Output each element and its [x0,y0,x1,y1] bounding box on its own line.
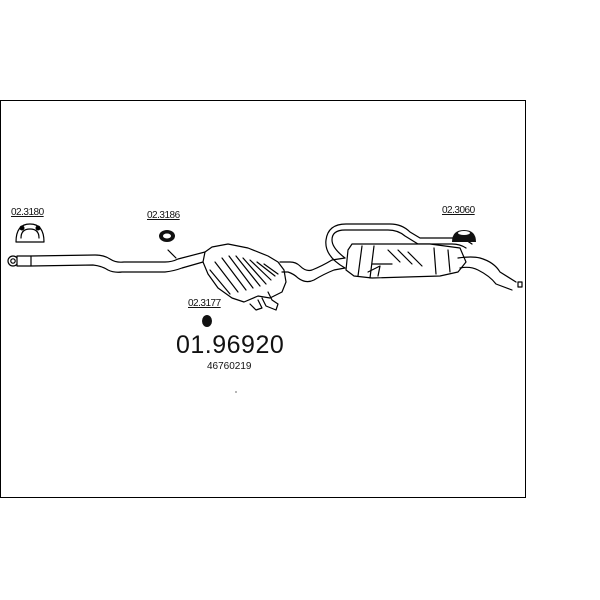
tail-pipe [457,256,523,291]
callout-label-hanger-rear: 02.3060 [442,205,475,216]
center-muffler [202,243,287,311]
callout-label-hanger-mid: 02.3177 [188,298,221,309]
part-number: 01.96920 [176,331,285,359]
oem-number: 46760219 [207,361,252,372]
diagram-frame [0,100,526,498]
rear-muffler [325,223,473,279]
callout-label-clamp: 02.3180 [11,207,44,218]
middle-pipe [279,257,346,283]
front-pipe [30,251,206,273]
clamp-icon [15,223,45,243]
callout-label-hanger-front: 02.3186 [147,210,180,221]
rubber-hanger-icon [159,230,177,259]
rubber-mount-icon [452,230,476,242]
rubber-hanger-small-icon [202,315,212,327]
front-flange [7,255,32,267]
